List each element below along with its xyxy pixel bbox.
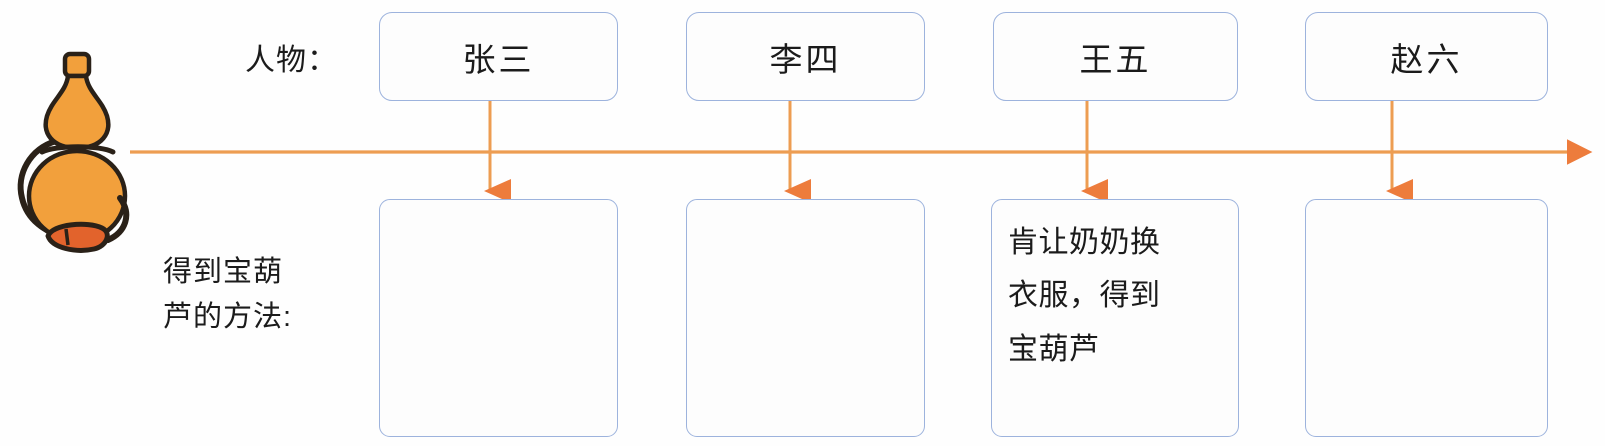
timeline-arrow	[130, 128, 1600, 176]
method-row-label: 得到宝葫 芦的方法:	[163, 256, 293, 333]
person-name-0: 张三	[462, 40, 535, 78]
person-name-2: 王五	[1079, 40, 1152, 78]
person-box-0[interactable]: 张三	[379, 12, 618, 101]
method-box-3[interactable]	[1305, 199, 1548, 437]
person-name-1: 李四	[769, 40, 842, 78]
person-name-3: 赵六	[1390, 40, 1463, 78]
method-box-1[interactable]	[686, 199, 925, 437]
method-box-0[interactable]	[379, 199, 618, 437]
method-box-2[interactable]: 肯让奶奶换 衣服，得到 宝葫芦	[991, 199, 1239, 437]
person-box-1[interactable]: 李四	[686, 12, 925, 101]
person-box-3[interactable]: 赵六	[1305, 12, 1548, 101]
person-box-2[interactable]: 王五	[993, 12, 1238, 101]
gourd-illustration	[8, 48, 148, 263]
people-row-label: 人物：	[245, 44, 338, 77]
method-text-2: 肯让奶奶换 衣服，得到 宝葫芦	[1008, 226, 1161, 366]
